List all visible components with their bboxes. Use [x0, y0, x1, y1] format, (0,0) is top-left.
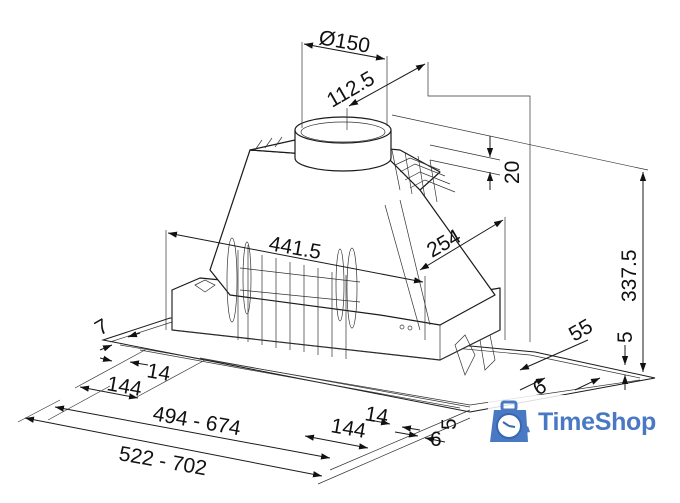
- dim-total-height: 337.5: [618, 249, 641, 302]
- dim-frame-thickness: 5: [614, 331, 637, 343]
- dim-collar-height: 20: [501, 161, 524, 184]
- dim-outlet-diameter: Ø150: [317, 26, 372, 58]
- dim-front-5: 5: [438, 418, 461, 430]
- dim-inner-width: 494 - 674: [151, 402, 243, 440]
- dim-outer-width: 522 - 702: [117, 442, 208, 480]
- dim-rear-offset: 55: [565, 315, 597, 347]
- dim-front-14: 14: [363, 402, 390, 429]
- dim-front-6: 6: [430, 428, 442, 451]
- clock-bag-icon: [488, 400, 534, 446]
- timeshop-watermark: TimeShop: [488, 395, 673, 450]
- outlet-collar: [294, 116, 392, 172]
- dim-left-144: 144: [105, 372, 144, 401]
- base-frame: [101, 317, 656, 413]
- dim-front-144: 144: [329, 414, 368, 443]
- hood-body: [171, 136, 501, 376]
- dim-left-edge: 7: [91, 315, 113, 341]
- dimension-lines: [17, 42, 649, 485]
- dim-left-14: 14: [145, 359, 172, 386]
- brand-name: TimeShop: [538, 408, 656, 436]
